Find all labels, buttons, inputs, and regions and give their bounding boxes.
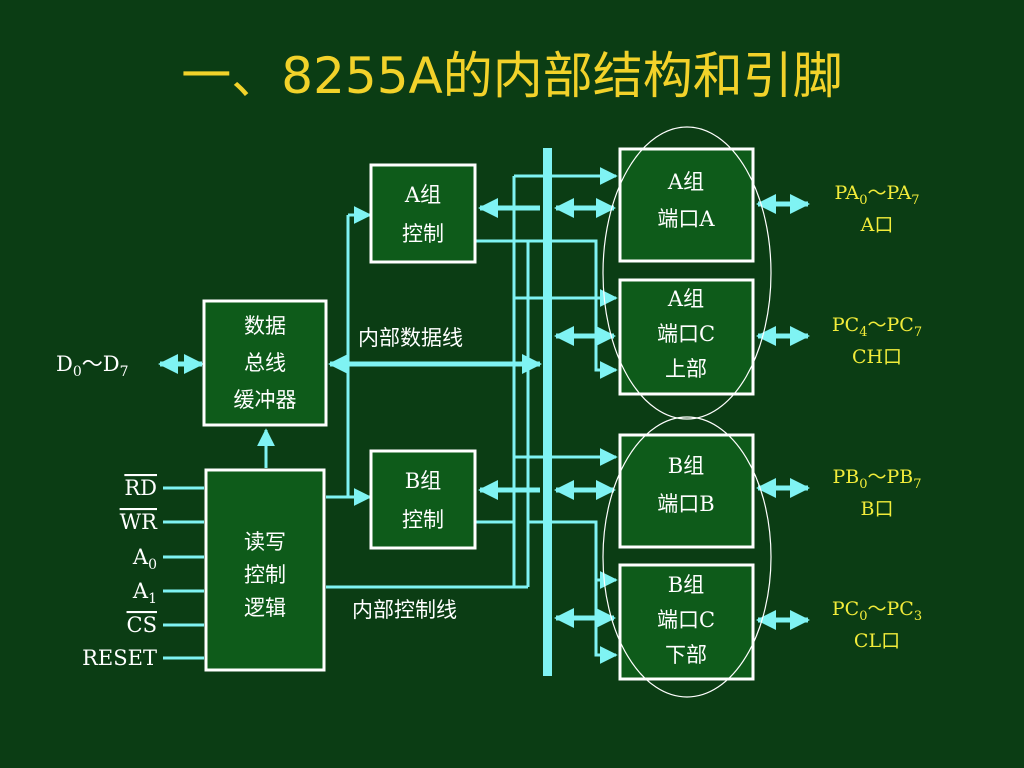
control-pin-lines: [163, 486, 204, 660]
port-a-box: [618, 147, 755, 263]
group-b-ellipse: [602, 416, 772, 698]
port-name-3: CL口: [854, 630, 900, 652]
group-a-control-line2: 控制: [402, 222, 444, 246]
control-pin-2: A0: [132, 545, 157, 573]
control-pin-4: CS: [127, 613, 157, 637]
control-pin-subscript: 1: [148, 591, 157, 607]
page-title: 一、8255A的内部结构和引脚: [181, 47, 843, 105]
rw-logic-line1: 读写: [244, 530, 286, 554]
port-pins-range-0: PA0～PA7: [834, 182, 919, 208]
port-c-upper-line2: 端口C: [657, 322, 715, 346]
internal-control-line-label: 内部控制线: [352, 598, 457, 622]
control-pin-name: RESET: [82, 646, 157, 670]
control-pin-name: A: [132, 579, 149, 603]
port-name-1: CH口: [852, 346, 902, 368]
port-name-0: A口: [860, 214, 894, 236]
control-pin-0: RD: [124, 476, 157, 500]
group-b-control-line2: 控制: [402, 508, 444, 532]
port-c-lower-line2: 端口C: [657, 608, 715, 632]
group-a-ellipse: [602, 126, 772, 420]
rw-control-logic-box: [204, 468, 326, 672]
port-c-lower-box: [618, 563, 755, 681]
data-buffer-line2: 总线: [244, 351, 286, 375]
port-pins-range-1: PC4～PC7: [832, 314, 922, 340]
group-b-control-box: [369, 449, 477, 550]
control-pin-subscript: 0: [148, 557, 157, 573]
data-buffer-line3: 缓冲器: [234, 388, 297, 412]
ctrl-collector-1: [476, 239, 530, 587]
control-pin-name: WR: [120, 510, 159, 534]
internal-data-line-label: 内部数据线: [358, 326, 463, 350]
rw-logic-line3: 逻辑: [244, 596, 286, 620]
control-pin-name: CS: [127, 613, 157, 637]
port-pins-range-2: PB0～PB7: [832, 466, 921, 492]
port-c-upper-line1: A组: [667, 287, 704, 311]
data-buffer-line1: 数据: [244, 314, 286, 338]
port-name-2: B口: [861, 498, 894, 520]
data-arrows: [158, 194, 810, 630]
control-pin-5: RESET: [82, 646, 157, 670]
internal-data-bus: [543, 148, 552, 676]
group-a-control-box: [369, 163, 477, 264]
port-c-lower-line3: 下部: [665, 643, 707, 667]
ctrl-to-port-c-upper-1: [528, 239, 618, 307]
port-c-lower-line1: B组: [668, 573, 704, 597]
port-a-line2: 端口A: [657, 207, 715, 231]
port-c-upper-box: [618, 278, 755, 396]
control-pin-name: A: [132, 545, 149, 569]
group-b-control-line1: B组: [405, 469, 441, 493]
group-a-control-line1: A组: [404, 183, 441, 207]
data-bus-buffer-box: [202, 299, 328, 427]
port-c-upper-line3: 上部: [665, 357, 707, 381]
ctrl-to-port-c-lower-2: [594, 580, 618, 664]
control-pin-3: A1: [132, 579, 157, 607]
port-b-box: [618, 433, 755, 549]
rw-logic-line2: 控制: [244, 563, 286, 587]
port-a-line1: A组: [667, 170, 704, 194]
ctrl-to-port-c-upper-2: [594, 298, 618, 379]
port-pins-range-3: PC0～PC3: [832, 598, 922, 624]
port-b-line2: 端口B: [657, 492, 714, 516]
port-b-line1: B组: [668, 454, 704, 478]
control-pin-1: WR: [120, 510, 159, 534]
ctrl-to-port-c-lower-1: [528, 520, 618, 589]
data-pins-label: D0～D7: [56, 352, 129, 380]
internal-control-lines: [326, 167, 618, 664]
ctrl-trunk-left: [326, 215, 350, 499]
control-pin-name: RD: [124, 476, 157, 500]
